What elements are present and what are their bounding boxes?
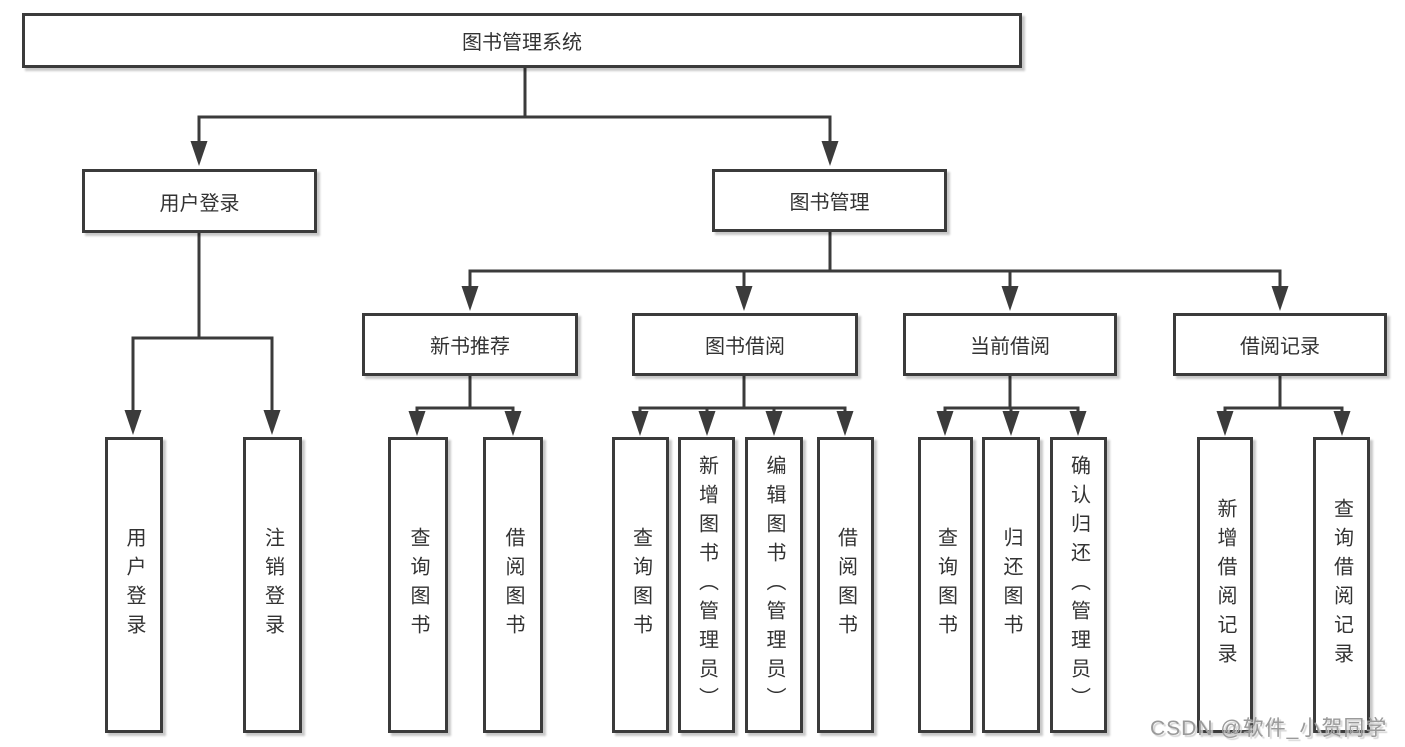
node-label: 借阅图书 [834, 527, 857, 643]
node-label: 查询图书 [629, 527, 652, 643]
node-user-login-module: 用户登录 [82, 169, 317, 233]
node-label: 查询借阅记录 [1330, 498, 1353, 672]
arrowhead [821, 141, 839, 166]
arrowhead [124, 410, 142, 435]
node-add-borrow-record: 新增借阅记录 [1197, 437, 1253, 733]
arrowhead [936, 411, 954, 436]
node-label: 归还图书 [1000, 527, 1022, 643]
connector-user-login-branch [124, 233, 281, 435]
node-label: 查询图书 [934, 527, 957, 643]
connector-book-management-branch [461, 232, 1289, 311]
node-label: 用户登录 [123, 527, 145, 643]
connector-current-borrow-branch [936, 376, 1087, 436]
arrowhead [1069, 411, 1087, 436]
connector-root-to-level2 [190, 68, 839, 166]
node-label: 借阅图书 [502, 527, 524, 643]
connector-book-borrow-branch [631, 376, 854, 436]
node-label: 新增借阅记录 [1214, 498, 1236, 672]
node-new-book-recommend: 新书推荐 [362, 313, 578, 376]
arrowhead [1216, 411, 1234, 436]
arrowhead [1001, 286, 1019, 311]
arrowhead [263, 410, 281, 435]
node-borrow-book: 借阅图书 [817, 437, 874, 733]
node-current-query-book: 查询图书 [918, 437, 973, 733]
node-add-book-admin: 新增图书（管理员） [678, 437, 735, 733]
node-label: 查询图书 [407, 527, 429, 643]
node-edit-book-admin: 编辑图书（管理员） [745, 437, 803, 733]
node-user-login: 用户登录 [105, 437, 163, 733]
arrowhead [1333, 411, 1351, 436]
node-confirm-return-admin: 确认归还（管理员） [1050, 437, 1107, 733]
node-label: 注销登录 [261, 527, 284, 643]
node-library-management-system: 图书管理系统 [22, 13, 1022, 68]
arrowhead [631, 411, 649, 436]
node-recommend-borrow-book: 借阅图书 [483, 437, 543, 733]
connector-new-book-branch [408, 376, 522, 436]
arrowhead [765, 411, 783, 436]
node-label: 编辑图书（管理员） [763, 454, 785, 716]
arrowhead [190, 141, 208, 166]
node-borrowing-records: 借阅记录 [1173, 313, 1387, 376]
connector-borrow-record-branch [1216, 376, 1351, 436]
arrowhead [735, 286, 753, 311]
node-query-borrow-record: 查询借阅记录 [1313, 437, 1370, 733]
node-logout: 注销登录 [243, 437, 302, 733]
arrowhead [836, 411, 854, 436]
arrowhead [1002, 411, 1020, 436]
arrowhead [698, 411, 716, 436]
node-current-borrowing: 当前借阅 [903, 313, 1117, 376]
arrowhead [408, 411, 426, 436]
node-return-book: 归还图书 [982, 437, 1040, 733]
arrowhead [504, 411, 522, 436]
node-borrowing-query-book: 查询图书 [612, 437, 669, 733]
arrowhead [461, 286, 479, 311]
node-label: 确认归还（管理员） [1067, 454, 1090, 716]
arrowhead [1271, 286, 1289, 311]
node-label: 新增图书（管理员） [695, 454, 718, 716]
node-recommend-query-book: 查询图书 [388, 437, 448, 733]
node-book-borrowing: 图书借阅 [632, 313, 858, 376]
csdn-watermark: CSDN @软件_小贺同学 [1150, 717, 1388, 740]
node-book-management: 图书管理 [712, 169, 947, 232]
